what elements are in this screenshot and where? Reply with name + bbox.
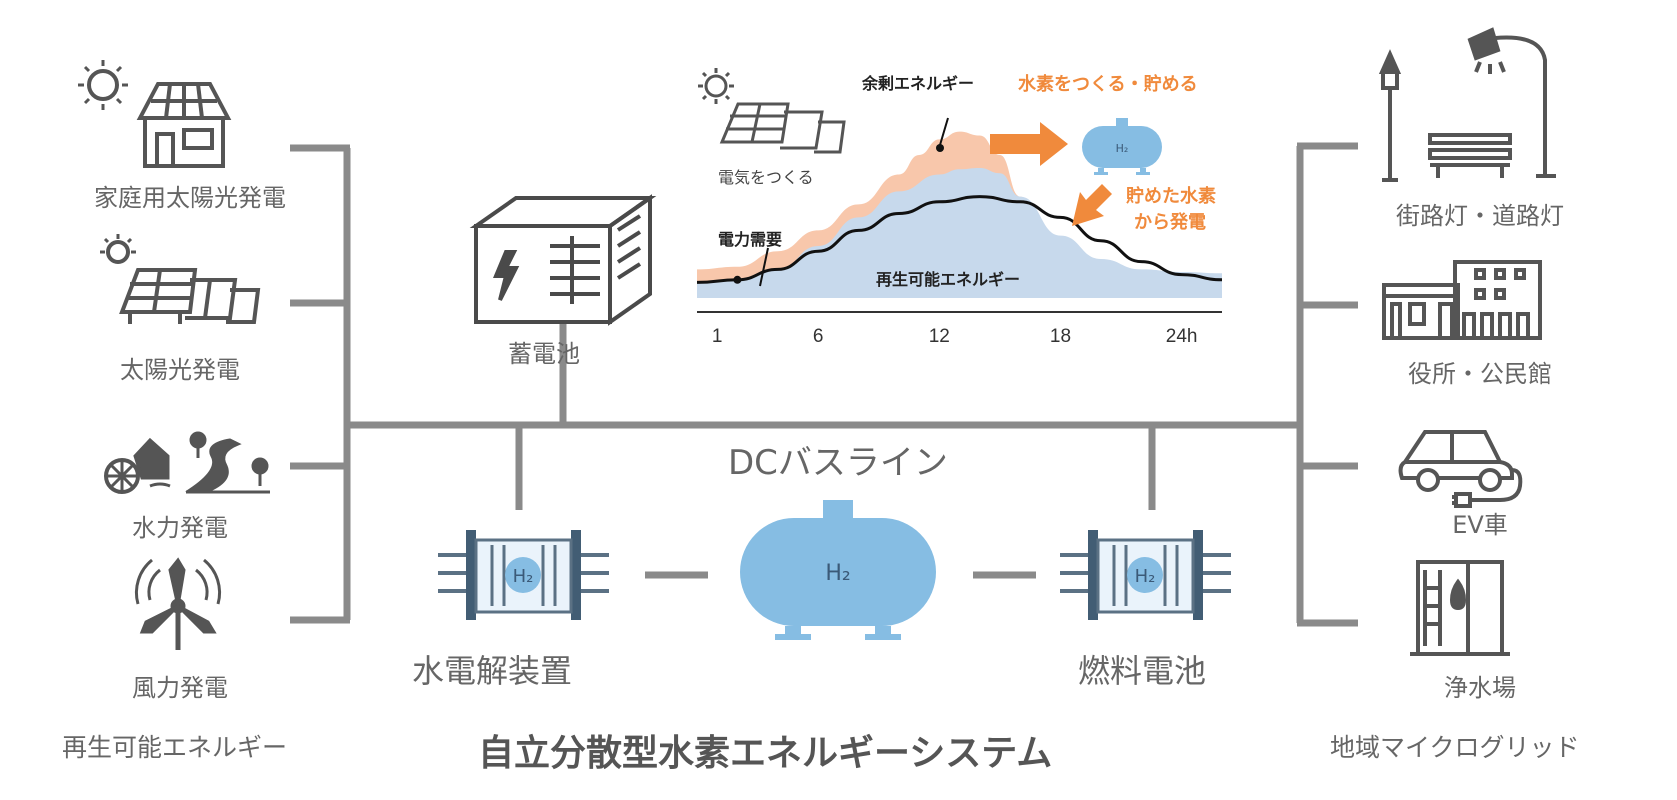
x-axis-ticks: 1 6 12 18 24h [712, 326, 1198, 347]
source-label-solar: 太陽光発電 [120, 356, 240, 384]
consumer-label-water-plant: 浄水場 [1444, 674, 1516, 702]
store-arrow [990, 122, 1068, 166]
surplus-pointer [939, 117, 949, 146]
public-building-icon [1382, 260, 1542, 340]
solar-panel-icon [100, 234, 261, 324]
microgrid-group-label: 地域マイクログリッド [1330, 733, 1580, 762]
consumer-label-street-light: 街路灯・道路灯 [1396, 202, 1564, 230]
fuel-cell-label: 燃料電池 [1078, 652, 1207, 690]
energy-chart: 1 6 12 18 24h H₂ [696, 68, 1223, 347]
electrolyzer-icon [438, 530, 609, 620]
chart-regen-label-line1: 貯めた水素 [1126, 186, 1216, 207]
source-label-wind: 風力発電 [132, 674, 228, 702]
street-light-icon [1378, 27, 1556, 182]
chart-renewable-label: 再生可能エネルギー [876, 270, 1021, 289]
renewable-group-label: 再生可能エネルギー [62, 733, 288, 762]
tank-h2-label: H₂ [825, 561, 850, 586]
chart-tank-h2-label: H₂ [1116, 142, 1129, 155]
regen-arrow [1072, 184, 1112, 226]
chart-regen-label-line2: から発電 [1134, 212, 1206, 233]
electrolyzer-label: 水電解装置 [412, 652, 573, 690]
source-label-hydro: 水力発電 [132, 514, 228, 542]
water-plant-icon [1410, 560, 1510, 656]
chart-surplus-label: 余剰エネルギー [862, 74, 975, 93]
chart-store-label: 水素をつくる・貯める [1018, 74, 1198, 95]
system-title: 自立分散型水素エネルギーシステム [478, 733, 1053, 774]
house-solar-icon [78, 60, 232, 168]
demand-marker [733, 275, 742, 284]
ev-car-icon [1398, 430, 1523, 508]
chart-generate-label: 電気をつくる [718, 168, 814, 187]
x-tick-label: 12 [929, 326, 950, 347]
hydrogen-tank-icon [740, 500, 936, 640]
surplus-marker [936, 144, 944, 152]
fuel-cell-h2-label: H₂ [1135, 566, 1156, 587]
demand-line [696, 195, 1223, 284]
chart-solar-icon [698, 68, 846, 154]
x-tick-label: 18 [1050, 326, 1071, 347]
dc-bus-label: DCバスライン [728, 443, 948, 483]
fuel-cell-icon [1060, 530, 1231, 620]
x-tick-label: 24h [1166, 326, 1198, 347]
x-tick-label: 6 [813, 326, 824, 347]
demand-pointer [759, 247, 769, 287]
wind-turbine-icon [134, 557, 222, 650]
chart-demand-label: 電力需要 [718, 230, 783, 249]
electrolyzer-h2-label: H₂ [513, 566, 534, 587]
consumer-label-public-building: 役所・公民館 [1408, 360, 1552, 388]
renewable-energy-area [697, 168, 1222, 298]
battery-label: 蓄電池 [508, 340, 580, 368]
chart-tank-icon [1082, 118, 1162, 175]
source-label-home-solar: 家庭用太陽光発電 [94, 184, 286, 212]
hydro-power-icon [104, 431, 270, 494]
bus-lines [290, 142, 1358, 627]
battery-icon [469, 194, 657, 326]
consumer-label-ev: EV車 [1452, 511, 1508, 539]
x-tick-label: 1 [712, 326, 723, 347]
